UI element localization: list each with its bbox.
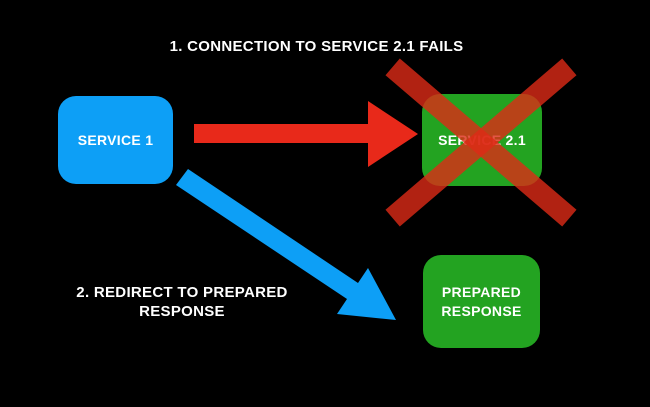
service-2-1-label: SERVICE 2.1 [438,131,526,148]
arrow-right-icon [194,101,418,167]
page-title: 1. CONNECTION TO SERVICE 2.1 FAILS [169,38,464,55]
service-2-1-node: SERVICE 2.1 [422,94,542,186]
service-1-label: SERVICE 1 [77,131,154,148]
service-1-node: SERVICE 1 [58,96,173,184]
